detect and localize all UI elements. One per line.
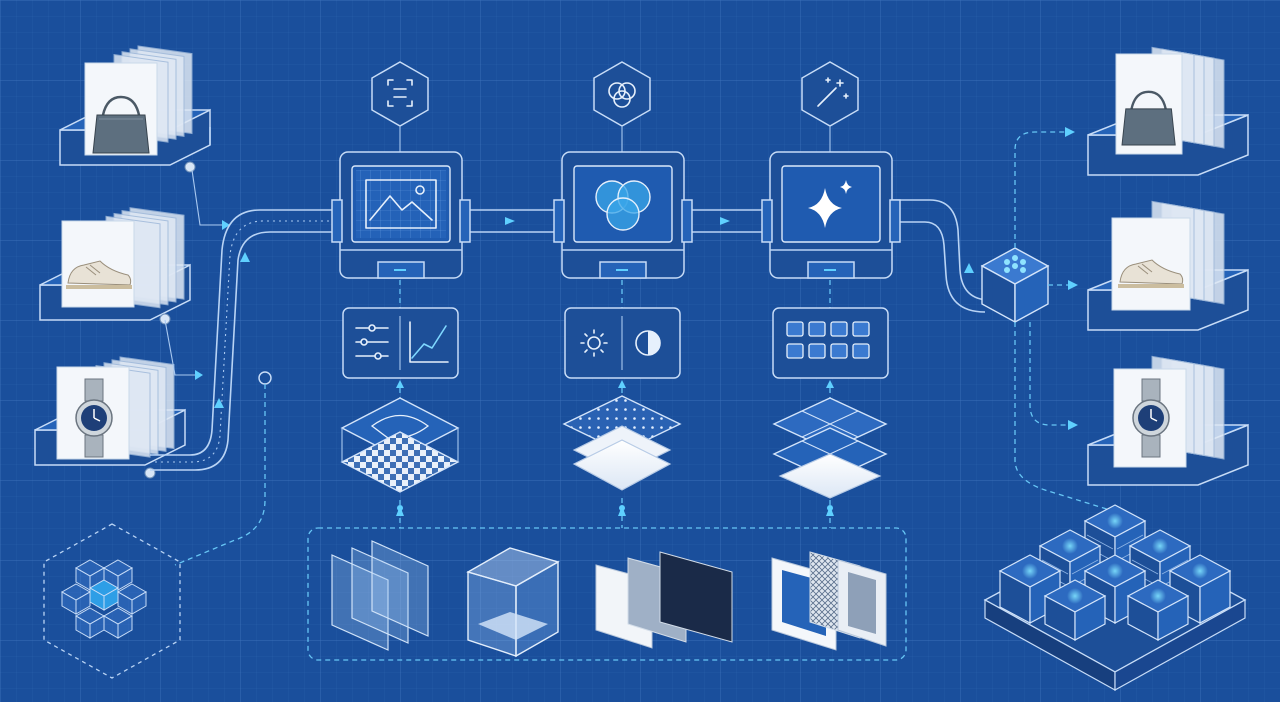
output-bin-sneaker	[1087, 200, 1249, 331]
router-cube	[980, 247, 1050, 324]
stage-3-badge	[801, 61, 859, 152]
mask-layers	[340, 397, 460, 493]
glass-cube-icon	[466, 547, 560, 658]
brightness-icon	[580, 329, 608, 357]
input-bin-handbag	[59, 45, 211, 173]
conveyor-belt	[150, 199, 991, 471]
handbag-icon	[1121, 90, 1176, 146]
sliders-icon	[355, 324, 389, 360]
belt-arrow-1	[240, 252, 250, 262]
input-bin-sneaker	[39, 207, 191, 325]
stage-2-color	[553, 61, 693, 528]
handbag-icon	[92, 95, 150, 154]
cube-cluster-icon	[60, 559, 148, 639]
framed-panels-icon	[771, 551, 887, 651]
venn-circles-icon	[595, 180, 651, 231]
storage-link	[1014, 322, 1111, 511]
stage-3-panel	[772, 307, 889, 400]
asset-tray	[307, 506, 907, 661]
stage-3-enhance	[761, 61, 901, 528]
input-arrow-1	[222, 220, 230, 230]
router-cube-icon	[980, 247, 1050, 324]
stage-1-crop	[331, 61, 471, 528]
input-connector-1	[191, 169, 222, 226]
input-connector-2	[164, 319, 195, 376]
sparkle-icon	[808, 180, 852, 228]
belt-arrow-4	[720, 217, 730, 225]
color-circles-icon	[608, 82, 636, 108]
dot-grid-layers	[562, 395, 682, 491]
grid-tiles-icon	[786, 321, 870, 359]
gray-panels-icon	[595, 551, 733, 649]
stage-1-panel	[342, 307, 459, 402]
mountain-image-icon	[365, 179, 437, 229]
cube-cluster	[43, 523, 181, 679]
frame-select-icon	[387, 79, 413, 107]
belt-arrow-2	[214, 398, 224, 408]
stage-1-badge	[371, 61, 429, 152]
stage-2-badge	[593, 61, 651, 152]
transparent-layers-icon	[331, 540, 429, 651]
server-block	[983, 504, 1247, 692]
belt-arrow-5	[964, 263, 974, 273]
output-link-3	[1029, 322, 1068, 426]
input-arrow-2	[195, 370, 203, 380]
server-block-icon	[998, 504, 1232, 641]
wristwatch-icon	[75, 378, 113, 458]
wristwatch-icon	[1132, 378, 1170, 458]
output-bin-handbag	[1087, 46, 1249, 176]
input-bin-wristwatch	[34, 356, 186, 479]
stage-2-panel	[564, 307, 681, 400]
output-link-1	[1014, 131, 1065, 248]
belt-arrow-3	[505, 217, 515, 225]
sneaker-icon	[66, 260, 132, 289]
sneaker-icon	[1118, 259, 1184, 288]
tile-layers	[772, 397, 888, 499]
output-bin-wristwatch	[1087, 355, 1249, 486]
curve-graph-icon	[409, 321, 449, 363]
contrast-icon	[635, 330, 661, 356]
magic-wand-icon	[817, 77, 849, 107]
